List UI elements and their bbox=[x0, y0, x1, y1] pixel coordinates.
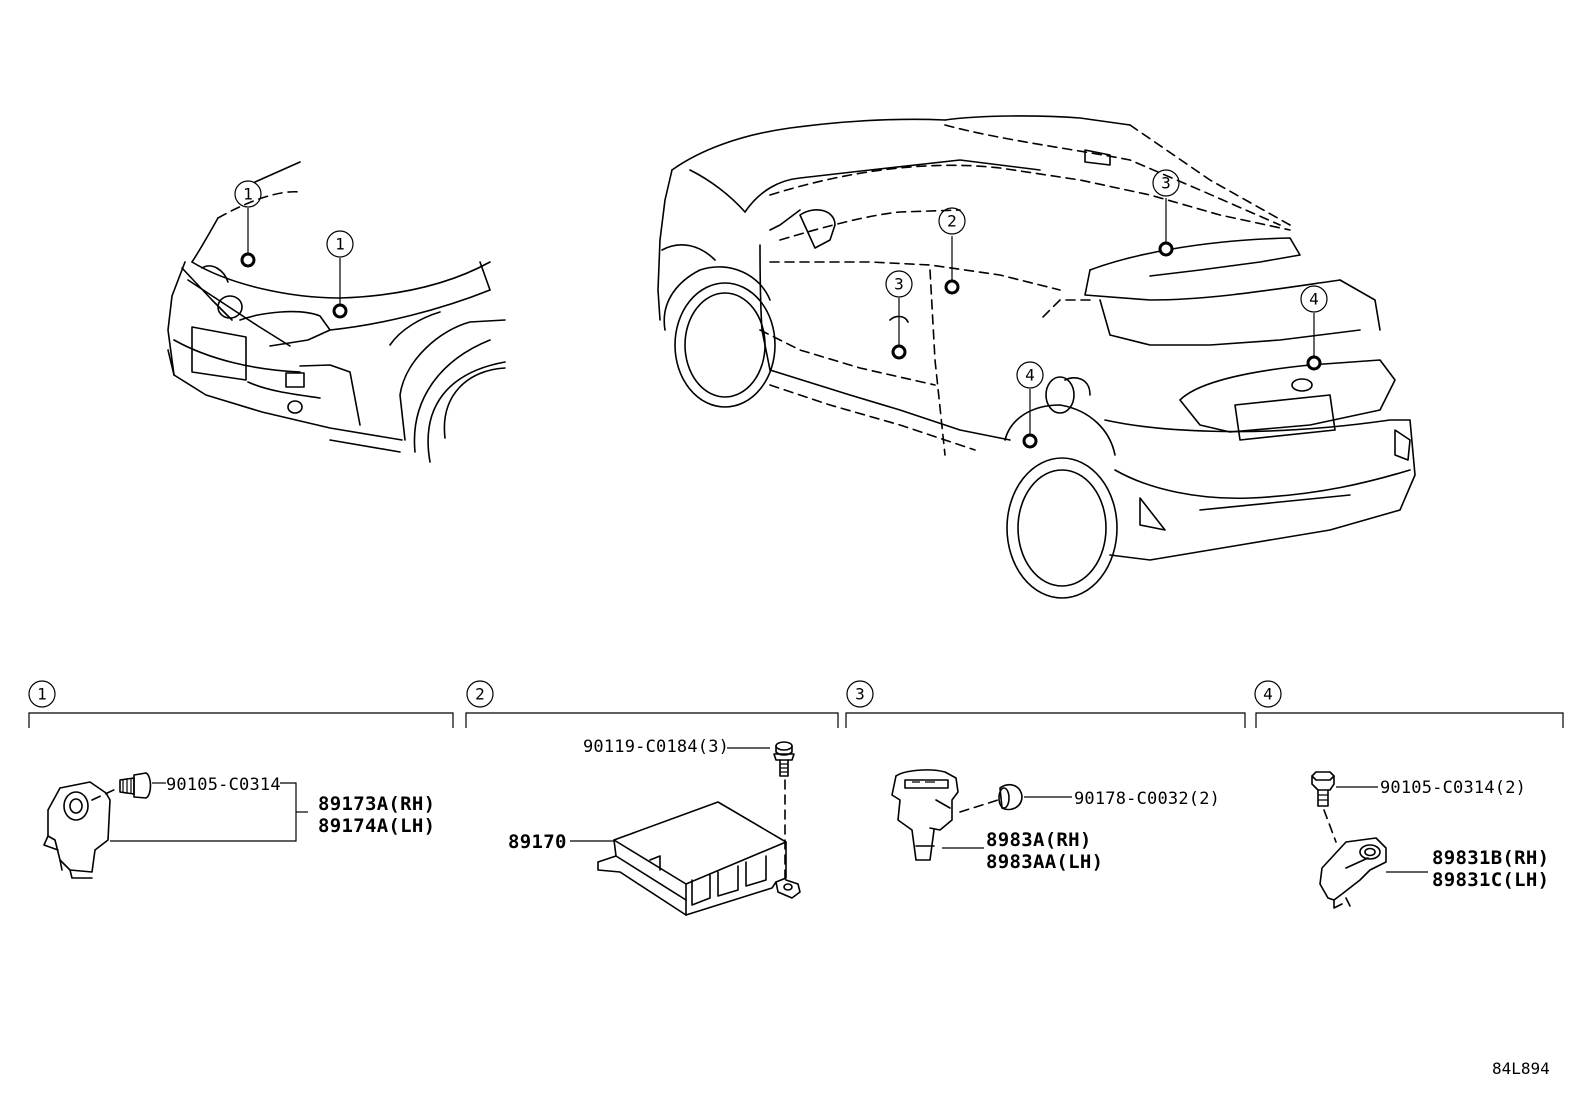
section-3-circle bbox=[846, 680, 874, 708]
part-number-89831C-LH[interactable]: 89831C(LH) bbox=[1432, 869, 1549, 891]
callout-3-label-car-b: 3 bbox=[894, 275, 904, 294]
part-number-90105-C0314-2[interactable]: 90105-C0314(2) bbox=[1380, 778, 1526, 798]
part-number-89173A-RH[interactable]: 89173A(RH) bbox=[318, 793, 435, 815]
section-4-circle bbox=[1254, 680, 1282, 708]
section-1-circle bbox=[28, 680, 56, 708]
section-4-bracket bbox=[1255, 712, 1564, 728]
callout-1-label-b: 1 bbox=[335, 235, 345, 254]
part-number-8983AA-LH[interactable]: 8983AA(LH) bbox=[986, 851, 1103, 873]
part-number-89170[interactable]: 89170 bbox=[508, 831, 567, 853]
section-2-circle bbox=[466, 680, 494, 708]
section-1-bracket bbox=[28, 712, 454, 728]
rear-car-illustration: 2 3 3 4 4 bbox=[657, 115, 1416, 599]
part-number-89174A-LH[interactable]: 89174A(LH) bbox=[318, 815, 435, 837]
section-1-front-sensor: 90105-C0314 89173A(RH) 89174A(LH) bbox=[43, 772, 435, 879]
section-headers: 1 2 3 4 bbox=[28, 680, 1564, 728]
bolt-airbag-module-drawing bbox=[773, 741, 795, 777]
part-number-89831B-RH[interactable]: 89831B(RH) bbox=[1432, 847, 1549, 869]
callout-1-circle-a bbox=[234, 180, 262, 208]
bolt-rear-sensor-drawing bbox=[1311, 771, 1335, 807]
section-4-rear-sensor: 90105-C0314(2) 89831B(RH) 89831C(LH) bbox=[1311, 771, 1549, 909]
callout-1-label-a: 1 bbox=[243, 185, 253, 204]
section-3-label: 3 bbox=[855, 685, 865, 704]
section-2-bracket bbox=[465, 712, 839, 728]
part-number-90119-C0184[interactable]: 90119-C0184(3) bbox=[583, 737, 729, 757]
part-number-90105-C0314[interactable]: 90105-C0314 bbox=[166, 775, 281, 795]
front-car-illustration: 1 1 bbox=[167, 161, 506, 463]
bolt-front-sensor-drawing bbox=[119, 772, 152, 799]
callout-4-label-car-b: 4 bbox=[1309, 290, 1319, 309]
section-3-bracket bbox=[845, 712, 1246, 728]
diagram-code: 84L894 bbox=[1492, 1059, 1550, 1078]
airbag-module-drawing bbox=[597, 801, 801, 916]
callout-4-label-car-a: 4 bbox=[1025, 366, 1035, 385]
section-2-label: 2 bbox=[475, 685, 485, 704]
callout-1-circle-b bbox=[326, 230, 354, 258]
side-airbag-sensor-drawing bbox=[891, 769, 959, 861]
section-4-label: 4 bbox=[1263, 685, 1273, 704]
section-3-side-sensor: 90178-C0032(2) 8983A(RH) 8983AA(LH) bbox=[891, 769, 1220, 873]
callout-2-label-car: 2 bbox=[947, 212, 957, 231]
nut-side-sensor-drawing bbox=[998, 783, 1023, 811]
section-2-airbag-module: 90119-C0184(3) 89170 bbox=[508, 737, 801, 916]
part-number-8983A-RH[interactable]: 8983A(RH) bbox=[986, 829, 1092, 851]
rear-airbag-sensor-drawing bbox=[1319, 837, 1387, 909]
section-1-label: 1 bbox=[37, 685, 47, 704]
callout-3-label-car-a: 3 bbox=[1161, 174, 1171, 193]
part-number-90178-C0032[interactable]: 90178-C0032(2) bbox=[1074, 789, 1220, 809]
